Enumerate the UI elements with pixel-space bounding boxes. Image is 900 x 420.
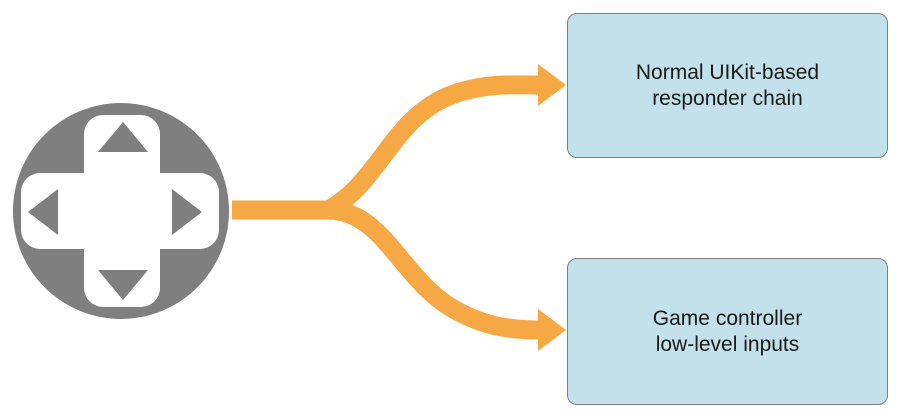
dpad-down-arrow-icon — [98, 270, 148, 300]
dpad-right-arrow-icon — [172, 189, 202, 235]
arrow-to-responder-chain — [320, 64, 566, 221]
node-label-line: Game controller — [652, 306, 803, 330]
dpad-icon — [13, 103, 229, 319]
arrowhead-icon — [538, 64, 566, 106]
node-low-level-inputs: Game controller low-level inputs — [567, 258, 888, 405]
arrowhead-icon — [538, 309, 566, 351]
node-responder-chain: Normal UIKit-based responder chain — [567, 13, 888, 158]
arrow-curve — [320, 75, 541, 221]
arrow-curve — [232, 200, 541, 340]
dpad-up-arrow-icon — [98, 122, 148, 152]
dpad-cross-horizontal — [21, 173, 219, 249]
node-label-line: low-level inputs — [655, 332, 800, 356]
dpad-left-arrow-icon — [28, 189, 58, 235]
arrow-to-low-level-inputs — [232, 200, 566, 351]
node-label-line: responder chain — [652, 86, 803, 110]
node-label-line: Normal UIKit-based — [635, 60, 820, 84]
